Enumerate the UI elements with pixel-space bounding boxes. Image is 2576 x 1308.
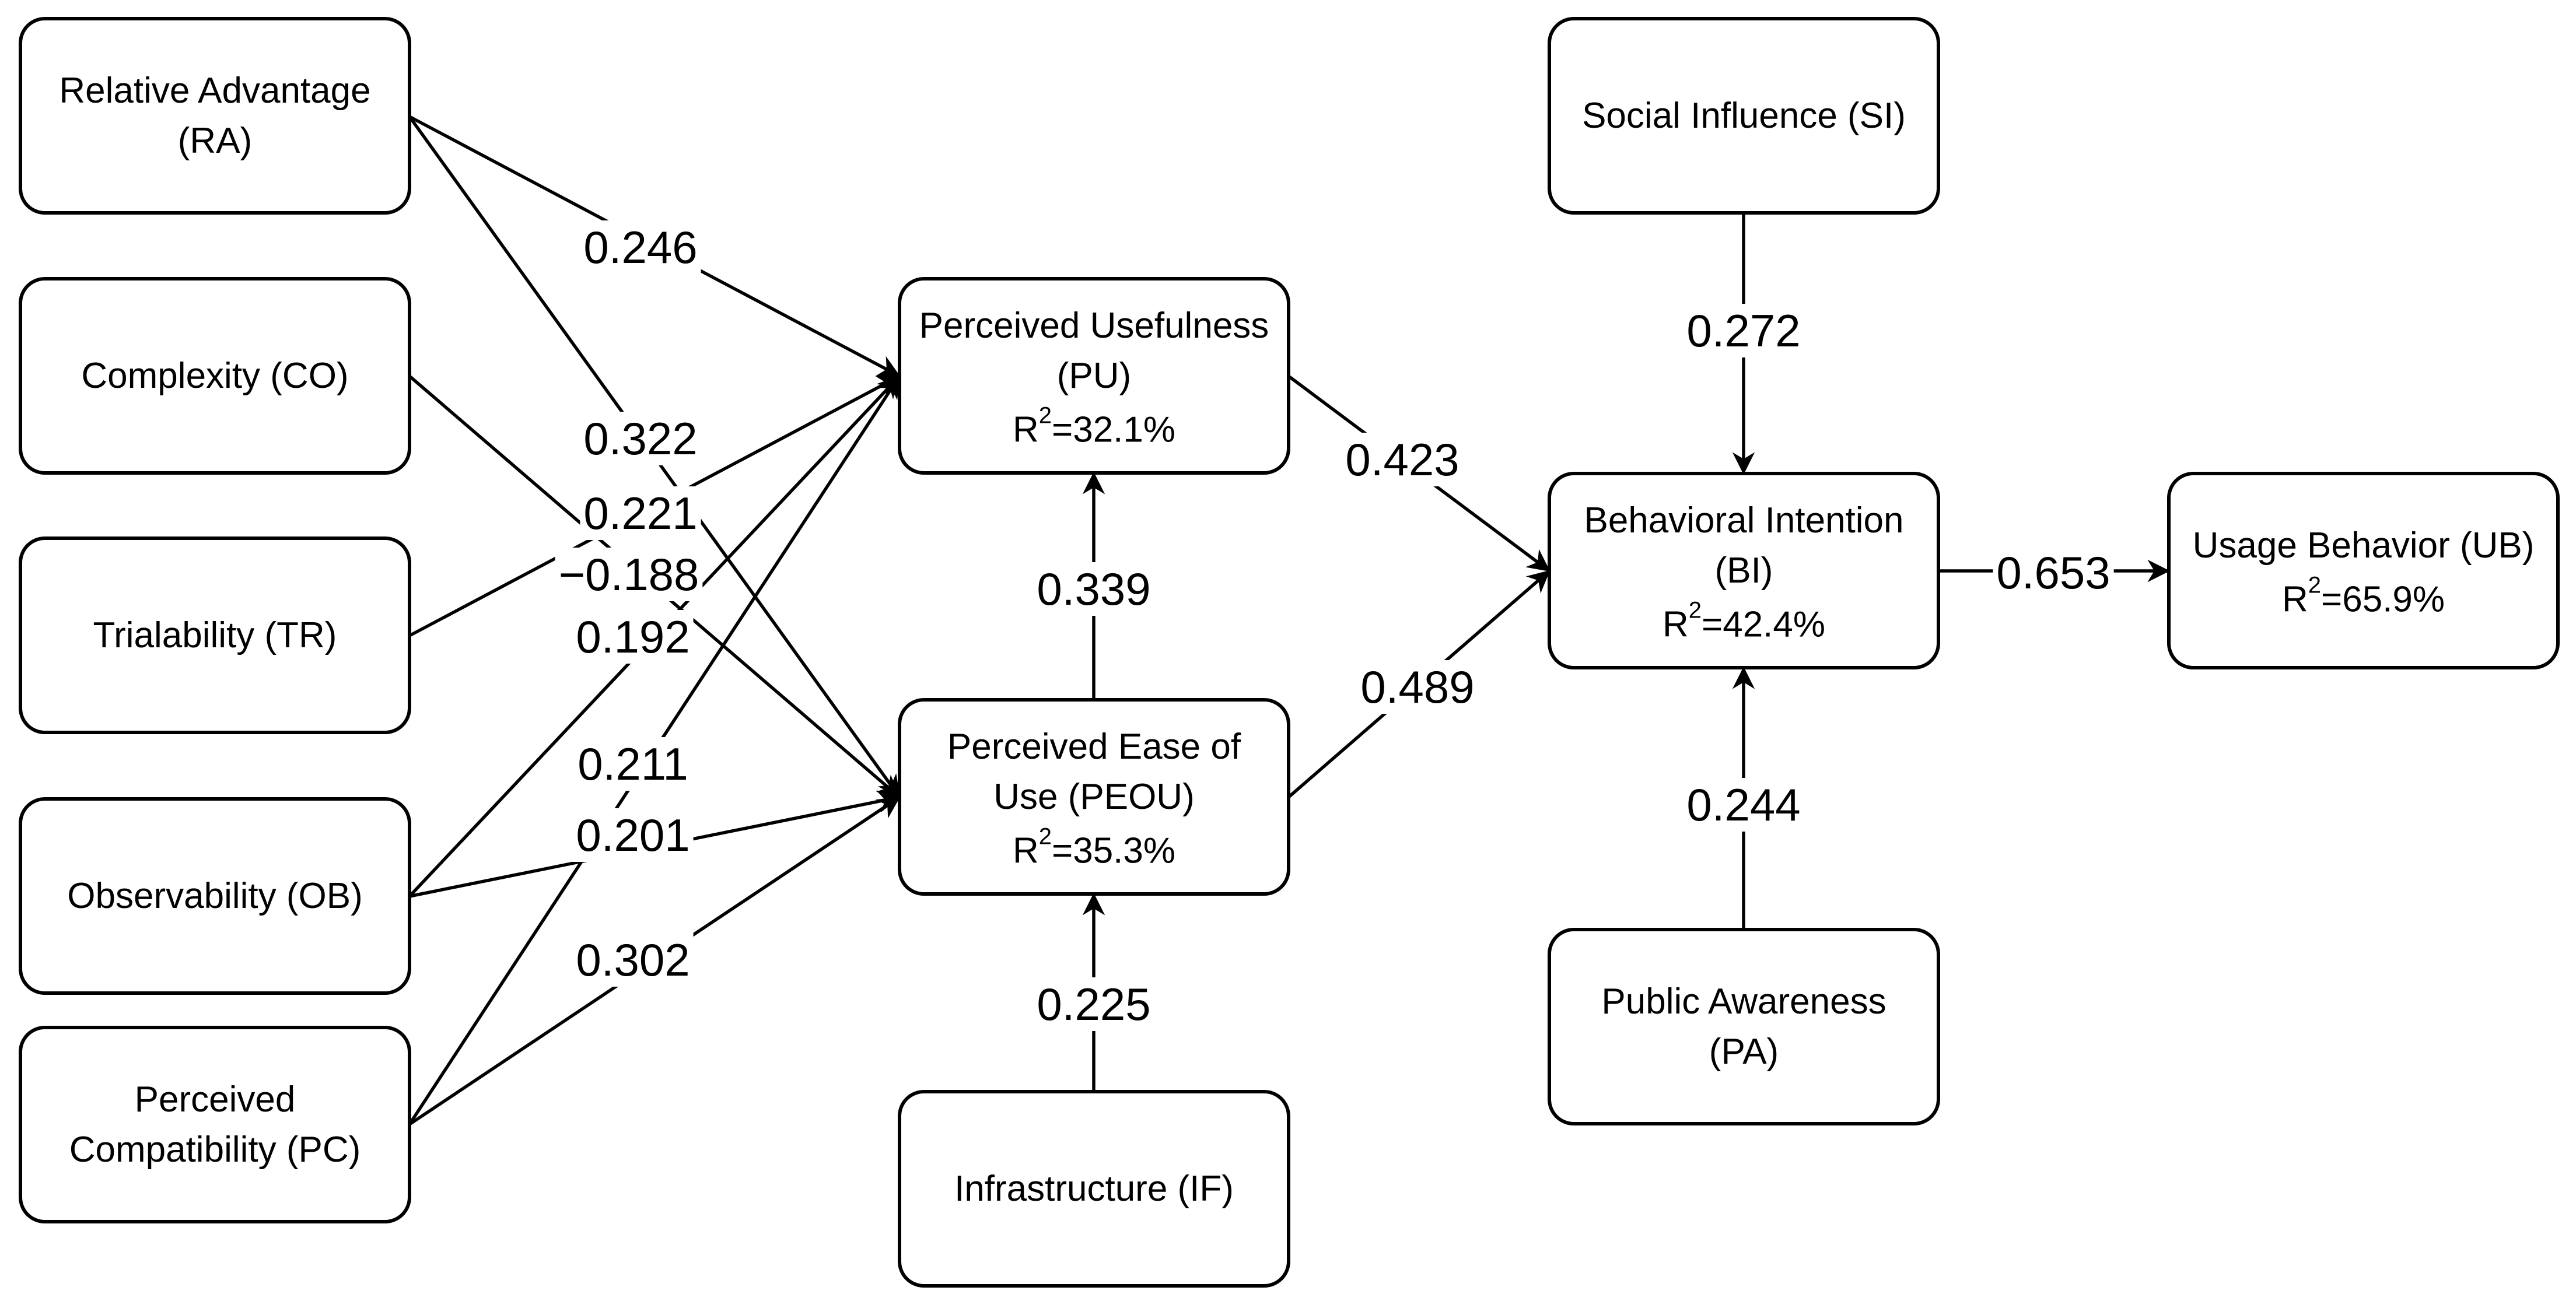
coef-pc-to-pu-bg [574,737,692,791]
node-bi-label-line-1: Behavioral Intention [1584,500,1903,541]
coef-pa-to-bi: 0.244 [1686,779,1800,830]
node-ob-box [19,797,411,995]
coef-pc-to-peou-bg [572,933,694,987]
coef-pu-to-bi-bg [1342,433,1463,486]
node-pa-label-line-1: Public Awareness [1601,981,1886,1022]
coef-si-to-bi-bg [1683,304,1804,357]
node-ub-label-line-1: Usage Behavior (UB) [2193,525,2535,566]
node-pa-label-line-2: (PA) [1709,1032,1779,1072]
node-peou: Perceived Ease of Use (PEOU) R2=35.3% [898,698,1290,896]
node-co-label-line-1: Complexity (CO) [81,356,348,396]
node-pa: Public Awareness (PA) [1548,928,1940,1125]
node-pu-label-line-1: Perceived Usefulness [919,306,1269,346]
node-bi-r-squared: R2=42.4% [1662,598,1825,645]
node-ob-label-line-1: Observability (OB) [67,876,362,916]
coef-peou-to-bi: 0.489 [1360,661,1474,713]
node-pu-r-squared: R2=32.1% [1013,403,1175,450]
node-bi-box [1548,472,1940,669]
coef-tr-to-pu-bg [580,486,701,540]
coef-ra-to-pu-bg [580,220,701,274]
coef-inf-to-peou: 0.225 [1037,979,1150,1030]
coef-peou-to-pu: 0.339 [1037,563,1150,615]
coef-pu-to-bi: 0.423 [1345,434,1459,485]
coef-peou-to-bi-bg [1357,660,1478,714]
node-pu-label-line-2: (PU) [1057,356,1131,396]
node-si-box [1548,17,1940,215]
coef-ra-to-peou: 0.322 [583,413,697,464]
node-ra-label-line-1: Relative Advantage [59,71,370,111]
node-pc-label-line-1: Perceived [135,1079,296,1120]
node-co-box [19,277,411,475]
coef-ra-to-peou-bg [580,412,701,465]
coef-co-to-peou: −0.188 [559,549,699,600]
node-ob: Observability (OB) [19,797,411,995]
coef-ra-to-pu: 0.246 [583,222,697,273]
coef-bi-to-ub-bg [1993,546,2114,599]
node-tr-box [19,536,411,734]
node-ub-box [2167,472,2560,669]
node-inf-box [898,1090,1290,1288]
coef-co-to-peou-bg [555,548,703,601]
node-ra-box [19,17,411,215]
node-peou-label-line-1: Perceived Ease of [947,727,1241,767]
coef-ob-to-pu-bg [572,610,694,664]
coef-tr-to-pu: 0.221 [583,488,697,539]
node-inf: Infrastructure (IF) [898,1090,1290,1288]
node-tr: Trialability (TR) [19,536,411,734]
node-peou-label-line-2: Use (PEOU) [993,777,1194,817]
coef-si-to-bi: 0.272 [1686,305,1800,356]
node-ra: Relative Advantage (RA) [19,17,411,215]
coef-peou-to-pu-bg [1033,562,1154,616]
coef-ob-to-pu: 0.192 [576,611,690,662]
coef-ob-to-peou-bg [572,808,694,862]
node-co: Complexity (CO) [19,277,411,475]
node-inf-label-line-1: Infrastructure (IF) [954,1169,1234,1209]
node-bi: Behavioral Intention (BI) R2=42.4% [1548,472,1940,669]
node-ra-label-line-2: (RA) [178,121,252,161]
node-pu-box [898,277,1290,475]
coef-bi-to-ub: 0.653 [1996,547,2110,598]
node-pa-box [1548,928,1940,1125]
coef-ob-to-peou: 0.201 [576,809,690,861]
node-pu: Perceived Usefulness (PU) R2=32.1% [898,277,1290,475]
coef-pc-to-pu: 0.211 [578,738,688,790]
node-bi-label-line-2: (BI) [1715,550,1773,591]
coef-inf-to-peou-bg [1033,977,1154,1031]
node-si-label-line-1: Social Influence (SI) [1582,96,1906,136]
node-ub: Usage Behavior (UB) R2=65.9% [2167,472,2560,669]
node-peou-r-squared: R2=35.3% [1013,824,1175,871]
node-pc-label-line-2: Compatibility (PC) [69,1130,361,1170]
coef-pc-to-peou: 0.302 [576,934,690,986]
nodes-layer: Relative Advantage (RA) Complexity (CO) Tri… [19,17,2560,1288]
coef-pa-to-bi-bg [1683,778,1804,832]
node-si: Social Influence (SI) [1548,17,1940,215]
node-tr-label-line-1: Trialability (TR) [93,615,337,655]
node-ub-r-squared: R2=65.9% [2282,573,2445,620]
node-peou-box [898,698,1290,896]
labels-layer: 0.246 0.322 0.221 −0.188 0.192 0.211 0.201 0.30… [555,220,2114,1031]
node-pc-box [19,1026,411,1223]
